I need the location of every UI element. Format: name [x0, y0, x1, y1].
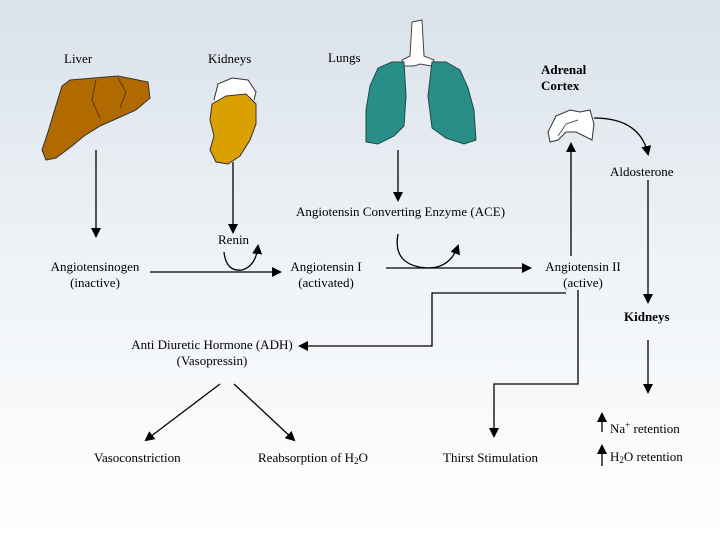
h2o-suffix: O retention [623, 449, 683, 464]
na-retention-label: Na+ retention [610, 417, 680, 437]
adh-to-reabsorption-arrow [233, 383, 296, 442]
aldosterone-label: Aldosterone [610, 164, 674, 179]
reabsorption-prefix: Reabsorption of H [258, 450, 355, 465]
ace-label: Angiotensin Converting Enzyme (ACE) [296, 204, 506, 219]
thirst-label: Thirst Stimulation [443, 450, 538, 465]
vasoconstriction-label: Vasoconstriction [94, 450, 181, 465]
lungs-organ-icon [365, 19, 477, 145]
adrenal-to-aldosterone-arrow [593, 117, 652, 156]
liver-label: Liver [64, 51, 93, 66]
adh-line2: (Vasopressin) [176, 353, 248, 368]
adh-to-vasoconstriction-arrow [144, 383, 221, 442]
kidneys-target-label: Kidneys [624, 309, 670, 324]
renin-curve-arrow [223, 244, 263, 271]
reabsorption-subscript: 2 [354, 456, 359, 466]
lungs-label: Lungs [328, 50, 361, 65]
na-suffix: retention [630, 421, 680, 436]
ang2-to-thirst-path [489, 290, 579, 438]
angiotensinogen-line1: Angiotensinogen [50, 259, 140, 274]
kidney-organ-icon [209, 77, 257, 165]
adh-label: Anti Diuretic Hormone (ADH) (Vasopressin… [120, 337, 304, 369]
kidneys-label: Kidneys [208, 51, 252, 66]
adh-line1: Anti Diuretic Hormone (ADH) [131, 337, 293, 352]
angiotensin2-line2: (active) [563, 275, 603, 290]
angiotensinogen-label: Angiotensinogen (inactive) [46, 259, 144, 291]
ace-curve-arrow [396, 233, 460, 269]
adrenal-label-line1: Adrenal [541, 62, 587, 77]
renin-label: Renin [218, 232, 250, 247]
h2o-subscript: 2 [619, 455, 624, 465]
h2o-retention-label: H2O retention [610, 449, 683, 468]
angiotensinogen-line2: (inactive) [70, 275, 120, 290]
ang2-to-adh-path [298, 292, 566, 351]
angiotensin2-label: Angiotensin II (active) [540, 259, 626, 291]
liver-organ-icon [41, 75, 151, 161]
h2o-prefix: H [610, 449, 620, 464]
angiotensin1-line1: Angiotensin I [290, 259, 362, 274]
adrenal-label: Adrenal Cortex [541, 62, 586, 94]
reabsorption-suffix: O [358, 450, 368, 465]
na-superscript: + [625, 420, 631, 430]
na-prefix: Na [610, 421, 626, 436]
angiotensin2-line1: Angiotensin II [545, 259, 621, 274]
adrenal-label-line2: Cortex [541, 78, 580, 93]
reabsorption-label: Reabsorption of H2O [258, 450, 368, 469]
angiotensin1-label: Angiotensin I (activated) [286, 259, 366, 291]
angiotensin1-line2: (activated) [298, 275, 354, 290]
adrenal-cortex-icon [547, 109, 595, 143]
